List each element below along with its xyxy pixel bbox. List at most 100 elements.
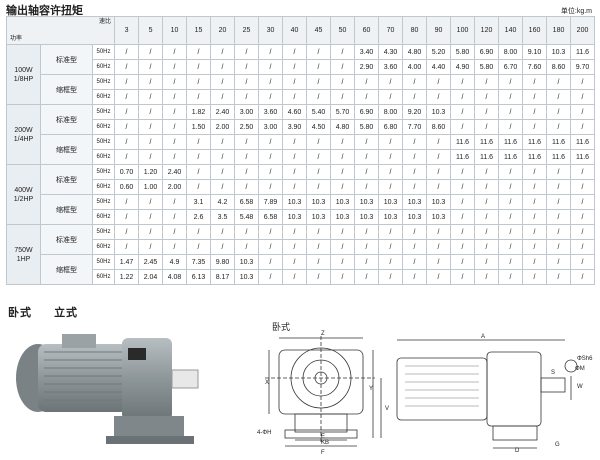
value-cell: / xyxy=(186,74,212,90)
dimension-label-x: X xyxy=(265,380,269,386)
freq-cell: 50Hz xyxy=(91,44,116,60)
value-cell: 4.00 xyxy=(402,59,428,75)
value-cell: 3.1 xyxy=(186,194,212,210)
value-cell: 10.3 xyxy=(330,209,356,225)
value-cell: / xyxy=(210,149,236,165)
value-cell: / xyxy=(570,209,596,225)
value-cell: 8.60 xyxy=(546,59,572,75)
ratio-header: 20 xyxy=(210,16,236,45)
freq-cell: 60Hz xyxy=(91,239,116,255)
value-cell: / xyxy=(138,89,164,105)
value-cell: 10.3 xyxy=(234,254,260,270)
motor-power-text: 1HP xyxy=(16,255,31,263)
value-cell: 10.3 xyxy=(426,209,452,225)
value-cell: 8.60 xyxy=(426,119,452,135)
dimension-label-m: ΦM xyxy=(575,366,585,372)
value-cell: 1.00 xyxy=(138,179,164,195)
value-cell: 10.3 xyxy=(306,209,332,225)
value-cell: / xyxy=(354,239,380,255)
value-cell: / xyxy=(330,254,356,270)
value-cell: / xyxy=(426,74,452,90)
value-cell: 6.90 xyxy=(474,44,500,60)
value-cell: / xyxy=(522,239,548,255)
value-cell: 10.3 xyxy=(282,209,308,225)
value-cell: 11.6 xyxy=(546,149,572,165)
value-cell: 2.04 xyxy=(138,269,164,285)
value-cell: 10.3 xyxy=(330,194,356,210)
value-cell: / xyxy=(402,74,428,90)
value-cell: / xyxy=(234,59,260,75)
value-cell: / xyxy=(306,179,332,195)
value-cell: / xyxy=(378,149,404,165)
value-cell: / xyxy=(450,164,476,180)
value-cell: / xyxy=(474,104,500,120)
value-cell: / xyxy=(498,74,524,90)
value-cell: / xyxy=(186,239,212,255)
corner-label-power: 功率 xyxy=(10,36,23,42)
value-cell: / xyxy=(498,164,524,180)
value-cell: / xyxy=(138,44,164,60)
value-cell: / xyxy=(282,74,308,90)
ratio-header: 25 xyxy=(234,16,260,45)
header-corner: 速比功率 xyxy=(5,16,116,45)
value-cell: / xyxy=(546,224,572,240)
value-cell: / xyxy=(234,74,260,90)
value-cell: 1.50 xyxy=(186,119,212,135)
value-cell: 11.6 xyxy=(498,134,524,150)
value-cell: 4.60 xyxy=(282,104,308,120)
value-cell: / xyxy=(186,164,212,180)
value-cell: / xyxy=(282,179,308,195)
section-horizontal: 卧式 xyxy=(8,307,32,319)
value-cell: / xyxy=(474,254,500,270)
value-cell: / xyxy=(138,149,164,165)
value-cell: 11.6 xyxy=(522,149,548,165)
ratio-header: 100 xyxy=(450,16,476,45)
value-cell: / xyxy=(354,179,380,195)
value-cell: 6.80 xyxy=(378,119,404,135)
dimension-label-e: E xyxy=(321,434,325,440)
value-cell: / xyxy=(330,239,356,255)
ratio-header: 160 xyxy=(522,16,548,45)
freq-cell: 60Hz xyxy=(91,179,116,195)
value-cell: / xyxy=(474,164,500,180)
value-cell: / xyxy=(306,74,332,90)
value-cell: / xyxy=(138,224,164,240)
value-cell: / xyxy=(450,239,476,255)
type-cell: 缩框型 xyxy=(40,254,93,285)
dimension-label-d: D xyxy=(515,448,520,454)
value-cell: / xyxy=(522,224,548,240)
value-cell: 9.70 xyxy=(570,59,596,75)
dimension-label-w: W xyxy=(577,384,583,390)
type-cell: 缩框型 xyxy=(40,74,93,105)
value-cell: / xyxy=(258,59,284,75)
ratio-header: 3 xyxy=(114,16,140,45)
value-cell: / xyxy=(114,224,140,240)
value-cell: 1.82 xyxy=(186,104,212,120)
value-cell: / xyxy=(282,224,308,240)
value-cell: / xyxy=(354,89,380,105)
type-cell: 标准型 xyxy=(40,104,93,135)
value-cell: / xyxy=(378,164,404,180)
corner-label-ratio: 速比 xyxy=(99,19,112,25)
value-cell: 7.70 xyxy=(402,119,428,135)
value-cell: / xyxy=(570,224,596,240)
motor-power-text: 100W xyxy=(14,66,33,74)
value-cell: / xyxy=(258,224,284,240)
value-cell: / xyxy=(114,239,140,255)
value-cell: / xyxy=(498,104,524,120)
type-cell: 标准型 xyxy=(40,44,93,75)
value-cell: / xyxy=(474,224,500,240)
value-cell: / xyxy=(426,179,452,195)
value-cell: / xyxy=(258,179,284,195)
value-cell: / xyxy=(234,149,260,165)
value-cell: 2.50 xyxy=(234,119,260,135)
value-cell: / xyxy=(450,209,476,225)
value-cell: / xyxy=(426,254,452,270)
freq-cell: 60Hz xyxy=(91,209,116,225)
